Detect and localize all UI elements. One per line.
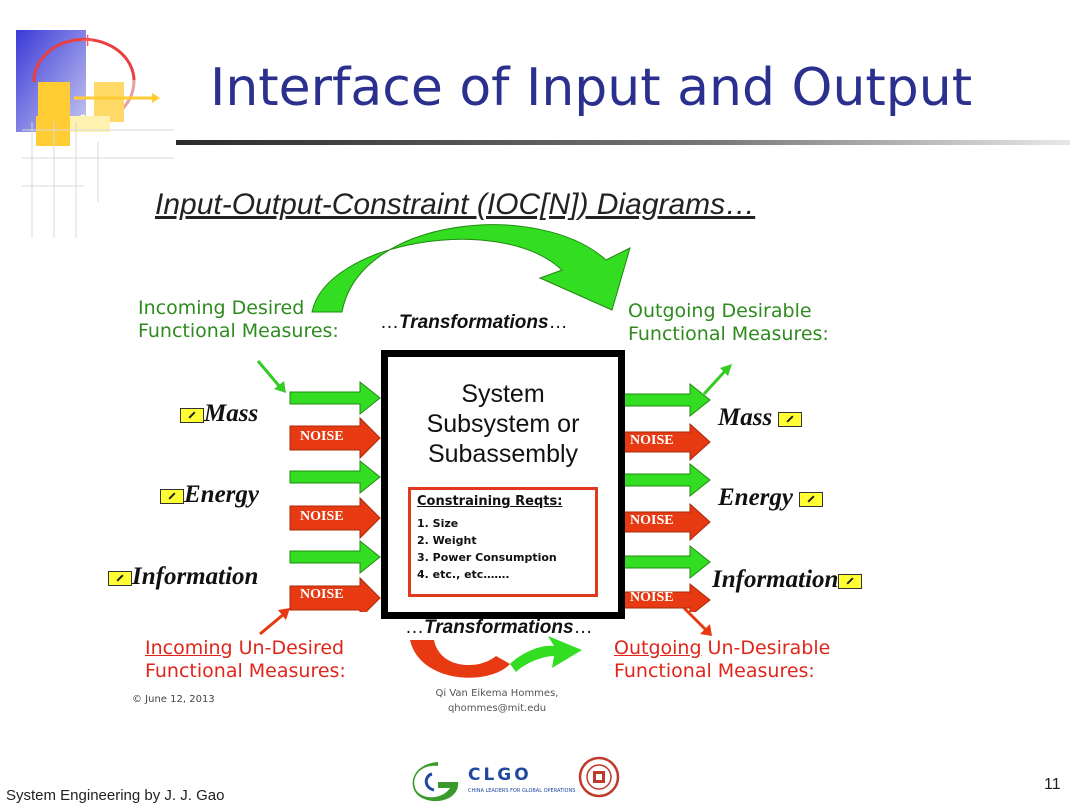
transformations-top: …Transformations…	[380, 312, 568, 333]
svg-text:+: +	[80, 30, 95, 51]
clgo-logo-icon	[412, 762, 459, 802]
constraint-item: 1. Size	[417, 517, 459, 530]
noise-output-3: NOISE	[630, 590, 674, 605]
outgoing-desired-pointer	[702, 364, 732, 396]
constraints-title: Constraining Reqts:	[417, 494, 563, 509]
incoming-undesired-pointer	[259, 608, 290, 636]
system-line-3: Subassembly	[427, 440, 579, 468]
noise-output-1: NOISE	[630, 433, 674, 448]
outgoing-desired-line1: Outgoing Desirable	[628, 300, 812, 322]
incoming-desired-pointer	[256, 360, 286, 393]
arrow-indicator-icon	[108, 570, 132, 586]
noise-input-1: NOISE	[300, 429, 344, 444]
system-line-1: System	[461, 380, 545, 408]
constraint-item: 2. Weight	[417, 534, 477, 547]
clgo-logo-text: CLGO	[468, 765, 532, 785]
copyright-note: © June 12, 2013	[132, 694, 215, 705]
slide-logo-graphic: + -	[16, 30, 174, 238]
system-box: System Subsystem or Subassembly Constrai…	[381, 350, 625, 619]
input-mass: Mass	[180, 400, 258, 428]
slide-footer: System Engineering by J. J. Gao	[6, 787, 225, 804]
outgoing-desired-line2: Functional Measures:	[628, 323, 829, 345]
system-line-2: Subsystem or	[426, 410, 580, 438]
input-energy: Energy	[160, 481, 259, 509]
title-divider	[176, 140, 1070, 145]
arrow-indicator-icon	[180, 407, 204, 423]
incoming-undesired-label: Incoming Un-Desired Functional Measures:	[145, 637, 346, 682]
outgoing-desired-label: Outgoing Desirable Functional Measures:	[628, 300, 829, 346]
output-arrows	[619, 382, 711, 612]
arrow-indicator-icon	[160, 488, 184, 504]
university-seal-icon	[578, 756, 620, 798]
author-credit: Qi Van Eikema Hommes, qhommes@mit.edu	[427, 686, 567, 716]
noise-output-2: NOISE	[630, 513, 674, 528]
input-arrows	[289, 380, 381, 612]
outgoing-undesired-pointer	[682, 606, 712, 636]
arrow-indicator-icon	[778, 411, 803, 427]
system-title: System Subsystem or Subassembly	[388, 379, 618, 469]
author-name: Qi Van Eikema Hommes,	[435, 688, 559, 699]
constraint-item: 4. etc., etc…….	[417, 568, 510, 581]
author-email: qhommes@mit.edu	[447, 703, 547, 714]
incoming-desired-line2: Functional Measures:	[138, 320, 339, 342]
constraints-box: Constraining Reqts: 1. Size 2. Weight 3.…	[408, 487, 598, 597]
arrow-indicator-icon	[799, 491, 824, 507]
constraint-item: 3. Power Consumption	[417, 551, 557, 564]
transformations-bottom: …Transformations…	[405, 617, 593, 638]
svg-text:-: -	[80, 105, 86, 124]
diagram-subtitle: Input-Output-Constraint (IOC[N]) Diagram…	[155, 188, 756, 221]
clgo-logo-subtext: CHINA LEADERS FOR GLOBAL OPERATIONS	[468, 788, 576, 794]
noise-input-3: NOISE	[300, 587, 344, 602]
outgoing-undesired-label: Outgoing Un-Desirable Functional Measure…	[614, 637, 831, 682]
top-curved-arrow	[311, 224, 631, 313]
input-information: Information	[108, 563, 258, 591]
arrow-indicator-icon	[838, 573, 863, 589]
slide-title: Interface of Input and Output	[210, 58, 973, 118]
incoming-desired-label: Incoming Desired Functional Measures:	[138, 297, 339, 343]
noise-input-2: NOISE	[300, 509, 344, 524]
incoming-desired-line1: Incoming Desired	[138, 297, 305, 319]
slide-number: 11	[1044, 776, 1061, 793]
output-mass: Mass	[718, 404, 803, 432]
output-energy: Energy	[718, 484, 824, 512]
output-information: Information	[712, 566, 863, 594]
bottom-curved-arrow	[410, 636, 582, 678]
